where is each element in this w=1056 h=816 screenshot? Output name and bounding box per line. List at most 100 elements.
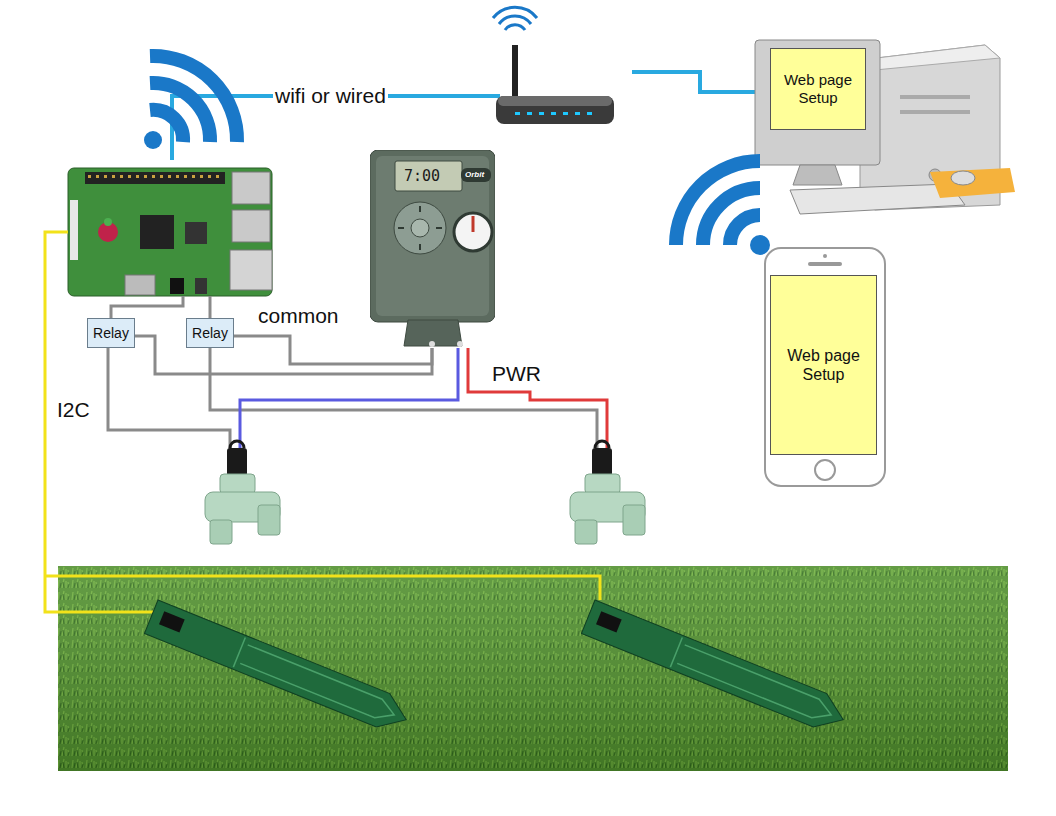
- monitor-screen: Web page Setup: [770, 48, 866, 130]
- soil-sensor: [159, 611, 185, 632]
- raspberry-pi: [96, 175, 99, 178]
- solenoid-valve: [585, 474, 620, 494]
- controller-housing: [395, 161, 462, 191]
- controller-housing: [461, 168, 491, 182]
- wifi-icon: [150, 83, 210, 142]
- smartphone: [765, 248, 885, 486]
- raspberry-pi: [68, 168, 272, 296]
- control-wire: [111, 296, 183, 318]
- controller-housing: [429, 341, 435, 347]
- i2c-bus: [45, 232, 158, 612]
- i2c-bus: [45, 576, 600, 600]
- valve-wire: [108, 348, 230, 450]
- desktop-computer: [793, 165, 842, 185]
- desktop-computer: [860, 45, 1000, 70]
- raspberry-pi: [184, 175, 187, 178]
- node-text: Relay: [93, 325, 129, 341]
- router: [493, 7, 537, 18]
- control-wire: [209, 296, 212, 318]
- raspberry-pi: [230, 250, 272, 290]
- lawn: [58, 566, 1008, 771]
- raspberry-pi: [200, 175, 203, 178]
- raspberry-pi: [70, 200, 78, 260]
- raspberry-pi: [85, 172, 225, 184]
- raspberry-pi: [88, 175, 219, 178]
- solenoid-valve: [623, 505, 645, 535]
- raspberry-pi: [170, 278, 184, 294]
- i2c-bus: [45, 232, 600, 612]
- node-text: Web page Setup: [775, 346, 872, 384]
- router: [512, 45, 518, 100]
- common-wire: [135, 336, 432, 374]
- control-wire: [111, 296, 210, 318]
- raspberry-pi: [104, 218, 112, 226]
- phone-screen: Web page Setup: [770, 275, 877, 455]
- router: [505, 25, 525, 30]
- soil-sensor: [582, 600, 850, 736]
- router: [515, 112, 592, 115]
- raspberry-pi: [208, 175, 211, 178]
- wifi-icon: [150, 110, 183, 142]
- router: [563, 112, 568, 115]
- wifi-icon: [703, 188, 760, 245]
- desktop-computer: [930, 168, 1015, 198]
- raspberry-pi: [144, 175, 147, 178]
- smartphone: [808, 262, 842, 266]
- router: [499, 16, 531, 24]
- router: [587, 112, 592, 115]
- brand-logo: Orbit: [465, 171, 484, 179]
- controller-housing: [457, 341, 463, 347]
- network-line: [172, 72, 772, 160]
- router: [515, 112, 520, 115]
- node-text: Relay: [192, 325, 228, 341]
- router: [496, 96, 614, 124]
- wifi-icon: [676, 161, 760, 245]
- solenoid-valve: [220, 474, 255, 494]
- raspberry-pi: [216, 175, 219, 178]
- power-wire: [468, 348, 607, 450]
- router: [493, 7, 537, 30]
- soil-sensor: [145, 600, 413, 736]
- desktop-computer: [951, 171, 975, 185]
- soil-sensor: [670, 637, 682, 667]
- router: [551, 112, 556, 115]
- router: [575, 112, 580, 115]
- soil-sensor: [145, 600, 413, 736]
- raspberry-pi: [232, 172, 270, 204]
- network-line: [632, 72, 772, 92]
- bus-label: I2C: [55, 398, 92, 421]
- raspberry-pi: [195, 278, 207, 294]
- desktop-computer: [900, 95, 970, 99]
- solenoid-valve: [230, 441, 244, 448]
- raspberry-pi: [160, 175, 163, 178]
- desktop-computer: [755, 40, 880, 165]
- router: [539, 112, 544, 115]
- soil-sensor: [233, 637, 245, 667]
- raspberry-pi: [232, 210, 270, 242]
- node-text: Web page Setup: [775, 71, 861, 107]
- raspberry-pi: [168, 175, 171, 178]
- raspberry-pi: [88, 175, 91, 178]
- raspberry-pi: [176, 175, 179, 178]
- router: [498, 96, 612, 106]
- controller-housing: [394, 202, 446, 254]
- router: [527, 112, 532, 115]
- soil-sensor: [677, 645, 835, 724]
- screen-text: Web page Setup: [775, 71, 861, 107]
- solenoid-valve: [227, 448, 247, 476]
- lcd-time: 7:00: [404, 169, 440, 184]
- controller-housing: [411, 219, 429, 237]
- raspberry-pi: [192, 175, 195, 178]
- smartphone: [815, 460, 835, 480]
- raspberry-pi: [104, 175, 107, 178]
- desktop-computer: [755, 40, 1015, 214]
- soil-sensor: [582, 600, 850, 736]
- solenoid-valve: [592, 448, 612, 476]
- controller-housing: [454, 213, 492, 251]
- wire-label: PWR: [490, 362, 543, 385]
- raspberry-pi: [112, 175, 115, 178]
- smartphone: [823, 254, 827, 258]
- raspberry-pi: [68, 168, 272, 296]
- controller-housing: [370, 150, 495, 322]
